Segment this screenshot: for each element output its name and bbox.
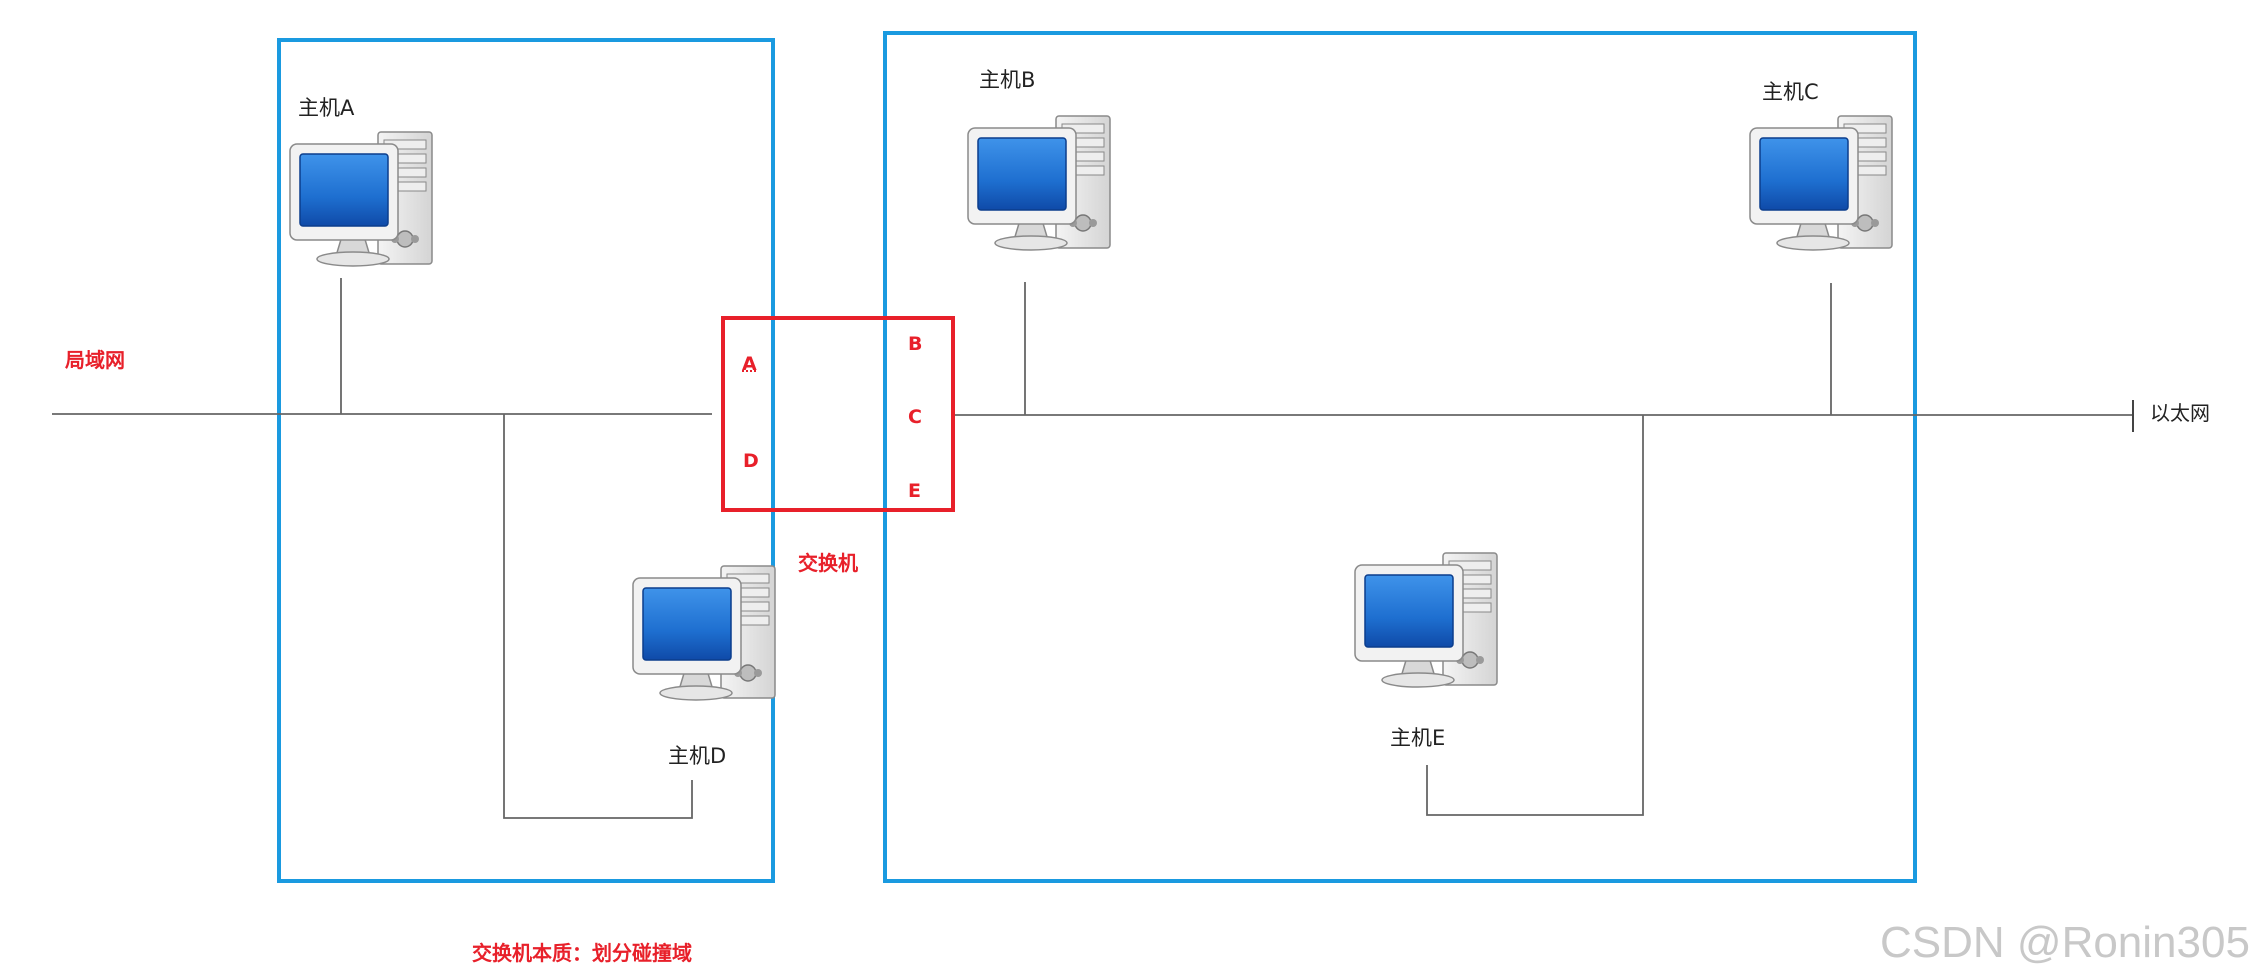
host-d-label: 主机D [668, 744, 727, 768]
host-b-icon [967, 115, 1111, 251]
host-c-icon [1749, 115, 1893, 251]
ethernet-label: 以太网 [2150, 401, 2210, 425]
host-e-icon [1354, 552, 1498, 688]
port-e-label: E [908, 480, 921, 502]
port-d-label: D [743, 450, 759, 472]
port-b-label: B [908, 333, 923, 355]
host-e-label: 主机E [1390, 726, 1446, 750]
port-a-label: A [742, 353, 757, 375]
watermark: CSDN @Ronin305 [1880, 918, 2250, 967]
host-a-label: 主机A [298, 96, 355, 120]
switch-label: 交换机 [798, 551, 858, 575]
collision-domain-right [883, 31, 1917, 883]
host-d-icon [632, 565, 776, 701]
switch-box [721, 316, 955, 512]
host-a-icon [289, 131, 433, 267]
host-c-label: 主机C [1762, 80, 1819, 104]
host-b-label: 主机B [979, 68, 1036, 92]
port-c-label: C [908, 406, 922, 428]
caption: 交换机本质：划分碰撞域 [472, 941, 692, 965]
lan-label: 局域网 [65, 348, 125, 372]
drop-host-e [1426, 415, 1644, 816]
drop-host-d [503, 414, 693, 819]
collision-domain-left [277, 38, 775, 883]
